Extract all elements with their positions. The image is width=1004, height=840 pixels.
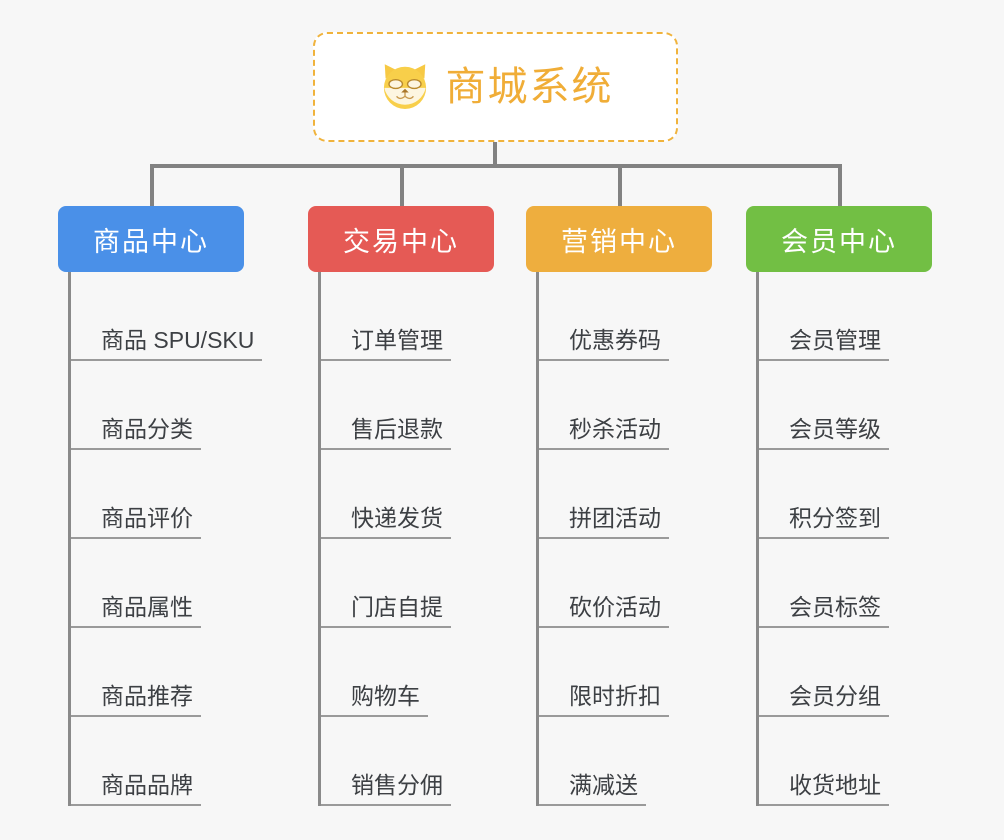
list-item-label: 商品评价 bbox=[71, 505, 201, 539]
list-item-label: 订单管理 bbox=[321, 327, 451, 361]
list-item-label: 购物车 bbox=[321, 683, 428, 717]
connector-root-stem bbox=[493, 142, 497, 166]
list-item[interactable]: 限时折扣 bbox=[539, 628, 712, 717]
list-item[interactable]: 砍价活动 bbox=[539, 539, 712, 628]
branch-items-3: 会员管理 会员等级 积分签到 会员标签 会员分组 收货地址 bbox=[756, 272, 932, 806]
list-item[interactable]: 会员管理 bbox=[759, 272, 932, 361]
list-item[interactable]: 优惠券码 bbox=[539, 272, 712, 361]
list-item-label: 秒杀活动 bbox=[539, 416, 669, 450]
list-item-label: 售后退款 bbox=[321, 416, 451, 450]
list-item-label: 限时折扣 bbox=[539, 683, 669, 717]
list-item[interactable]: 满减送 bbox=[539, 717, 712, 806]
list-item[interactable]: 商品评价 bbox=[71, 450, 244, 539]
branch-items-2: 优惠券码 秒杀活动 拼团活动 砍价活动 限时折扣 满减送 bbox=[536, 272, 712, 806]
list-item-label: 商品分类 bbox=[71, 416, 201, 450]
list-item-label: 会员管理 bbox=[759, 327, 889, 361]
branch-items-0: 商品 SPU/SKU 商品分类 商品评价 商品属性 商品推荐 商品品牌 bbox=[68, 272, 263, 806]
list-item[interactable]: 秒杀活动 bbox=[539, 361, 712, 450]
list-item[interactable]: 拼团活动 bbox=[539, 450, 712, 539]
list-item-label: 快递发货 bbox=[321, 505, 451, 539]
list-item[interactable]: 会员标签 bbox=[759, 539, 932, 628]
branch-marketing-center: 营销中心 优惠券码 秒杀活动 拼团活动 砍价活动 限时折扣 满减送 bbox=[526, 206, 712, 806]
list-item-label: 商品属性 bbox=[71, 594, 201, 628]
branch-member-center: 会员中心 会员管理 会员等级 积分签到 会员标签 会员分组 收货地址 bbox=[746, 206, 932, 806]
list-item-label: 砍价活动 bbox=[539, 594, 669, 628]
list-item-label: 会员分组 bbox=[759, 683, 889, 717]
branch-header-0[interactable]: 商品中心 bbox=[58, 206, 244, 272]
list-item-label: 会员等级 bbox=[759, 416, 889, 450]
list-item[interactable]: 商品属性 bbox=[71, 539, 244, 628]
list-item-label: 会员标签 bbox=[759, 594, 889, 628]
list-item-label: 销售分佣 bbox=[321, 772, 451, 806]
list-item-label: 拼团活动 bbox=[539, 505, 669, 539]
list-item-label: 商品品牌 bbox=[71, 772, 201, 806]
list-item-label: 收货地址 bbox=[759, 772, 889, 806]
list-item[interactable]: 售后退款 bbox=[321, 361, 494, 450]
connector-horizontal-bus bbox=[150, 164, 842, 168]
list-item-label: 满减送 bbox=[539, 772, 646, 806]
branch-header-1[interactable]: 交易中心 bbox=[308, 206, 494, 272]
connector-drop-2 bbox=[618, 164, 622, 206]
list-item[interactable]: 购物车 bbox=[321, 628, 494, 717]
list-item[interactable]: 积分签到 bbox=[759, 450, 932, 539]
list-item[interactable]: 会员分组 bbox=[759, 628, 932, 717]
list-item[interactable]: 门店自提 bbox=[321, 539, 494, 628]
list-item[interactable]: 快递发货 bbox=[321, 450, 494, 539]
list-item[interactable]: 商品分类 bbox=[71, 361, 244, 450]
connector-drop-3 bbox=[838, 164, 842, 206]
list-item[interactable]: 商品 SPU/SKU bbox=[71, 272, 263, 361]
branch-header-3[interactable]: 会员中心 bbox=[746, 206, 932, 272]
list-item-label: 优惠券码 bbox=[539, 327, 669, 361]
list-item[interactable]: 收货地址 bbox=[759, 717, 932, 806]
list-item-label: 商品 SPU/SKU bbox=[71, 327, 263, 361]
list-item[interactable]: 商品品牌 bbox=[71, 717, 244, 806]
list-item-label: 积分签到 bbox=[759, 505, 889, 539]
list-item-label: 门店自提 bbox=[321, 594, 451, 628]
branch-trade-center: 交易中心 订单管理 售后退款 快递发货 门店自提 购物车 销售分佣 bbox=[308, 206, 494, 806]
list-item-label: 商品推荐 bbox=[71, 683, 201, 717]
list-item[interactable]: 会员等级 bbox=[759, 361, 932, 450]
list-item[interactable]: 订单管理 bbox=[321, 272, 494, 361]
branch-product-center: 商品中心 商品 SPU/SKU 商品分类 商品评价 商品属性 商品推荐 商品品牌 bbox=[58, 206, 263, 806]
connector-drop-1 bbox=[400, 164, 404, 206]
list-item[interactable]: 销售分佣 bbox=[321, 717, 494, 806]
root-title: 商城系统 bbox=[445, 65, 614, 109]
root-node[interactable]: 商城系统 bbox=[313, 32, 678, 142]
shiba-dog-icon bbox=[383, 64, 426, 109]
connector-drop-0 bbox=[150, 164, 154, 206]
branch-header-2[interactable]: 营销中心 bbox=[526, 206, 712, 272]
branch-items-1: 订单管理 售后退款 快递发货 门店自提 购物车 销售分佣 bbox=[318, 272, 494, 806]
list-item[interactable]: 商品推荐 bbox=[71, 628, 244, 717]
